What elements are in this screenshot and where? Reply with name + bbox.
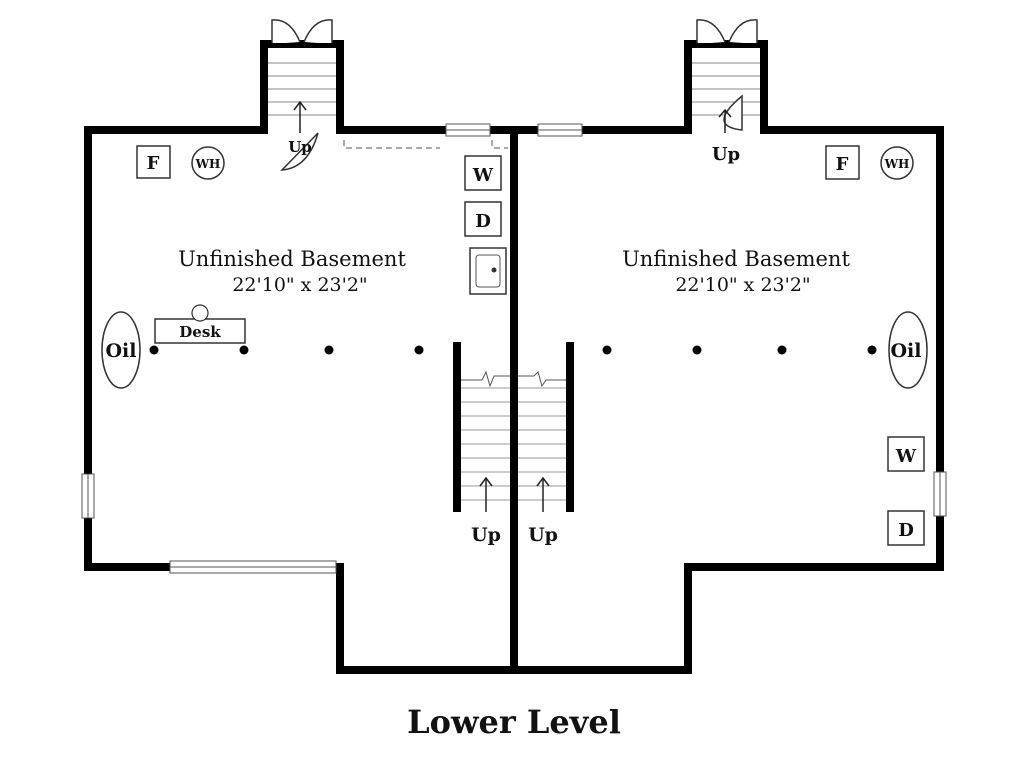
water-heater-label: WH: [884, 157, 910, 171]
dryer-label: D: [898, 520, 914, 541]
water-heater-circle: [880, 146, 914, 180]
water-heater-circle: [191, 146, 225, 180]
room-name: Unfinished Basement: [622, 247, 850, 271]
left-unit: F WH W D Oil Desk Unfinished Basement 22…: [101, 145, 507, 389]
support-columns: [149, 345, 877, 355]
up-arrow-icon: [718, 108, 732, 133]
oil-tank-ellipse: [888, 311, 928, 389]
column-dot: [867, 345, 877, 355]
openings: [81, 123, 947, 574]
chair-icon: [191, 304, 209, 322]
up-label: Up: [288, 138, 312, 156]
room-name: Unfinished Basement: [178, 247, 406, 271]
walls: [84, 40, 944, 674]
furnace-label: F: [147, 153, 160, 174]
oil-label: Oil: [106, 340, 137, 362]
center-stairs: Up Up: [461, 370, 566, 546]
column-dot: [324, 345, 334, 355]
washer-label: W: [895, 446, 917, 467]
up-label: Up: [471, 524, 501, 546]
door-swing-icon: [280, 132, 319, 171]
desk-label: Desk: [179, 323, 221, 341]
right-bulkhead-stair: Up: [692, 19, 760, 165]
plan-title: Lower Level: [407, 703, 621, 741]
oil-tank-ellipse: [101, 311, 141, 389]
washer-box: [464, 155, 502, 191]
room-size: 22'10" x 23'2": [675, 274, 810, 296]
column-dot: [414, 345, 424, 355]
washer-box: [887, 436, 925, 472]
right-unit: F WH Oil W D Unfinished Basement 22'10" …: [622, 145, 928, 546]
left-bulkhead-stair: Up: [268, 19, 336, 171]
door-swing-icon: [723, 94, 743, 131]
column-dot: [602, 345, 612, 355]
dryer-label: D: [475, 211, 491, 232]
up-arrow-icon: [479, 476, 493, 512]
room-size: 22'10" x 23'2": [232, 274, 367, 296]
furnace-box: [825, 145, 860, 180]
dryer-box: [464, 201, 502, 237]
up-arrow-icon: [293, 100, 307, 133]
desk-box: [154, 318, 246, 344]
water-heater-label: WH: [195, 157, 221, 171]
up-label: Up: [712, 144, 740, 165]
washer-label: W: [472, 165, 494, 186]
up-arrow-icon: [536, 476, 550, 512]
column-dot: [692, 345, 702, 355]
oil-label: Oil: [891, 340, 922, 362]
column-dot: [149, 345, 159, 355]
column-dot: [777, 345, 787, 355]
furnace-label: F: [836, 154, 849, 175]
dryer-box: [887, 510, 925, 546]
column-dot: [239, 345, 249, 355]
furnace-box: [136, 145, 171, 179]
up-label: Up: [528, 524, 558, 546]
